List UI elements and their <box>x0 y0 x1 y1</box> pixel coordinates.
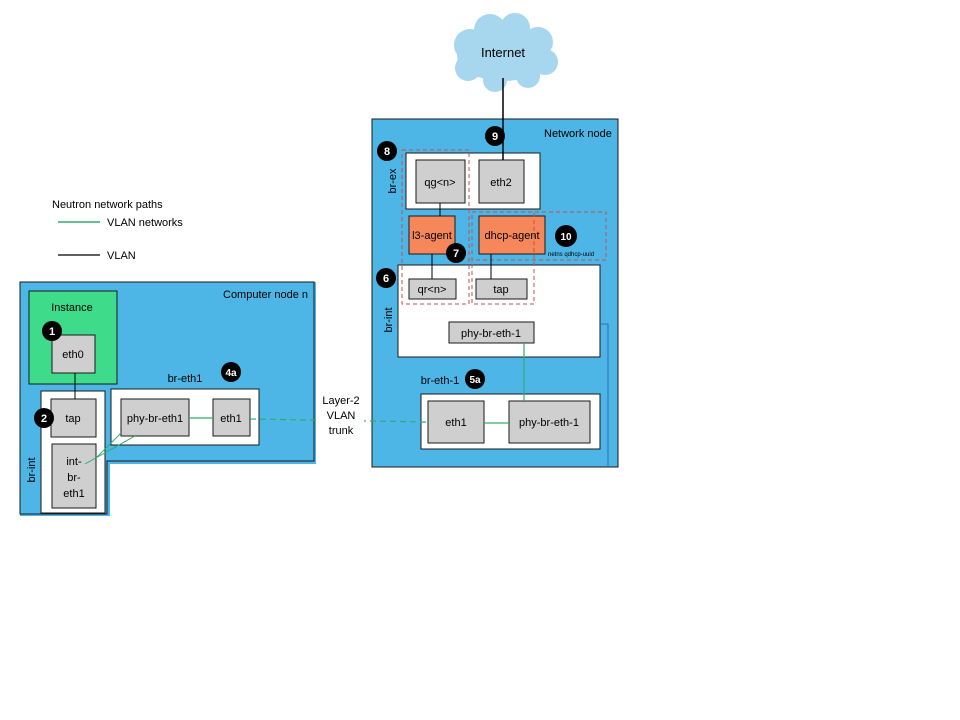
instance-eth0-label: eth0 <box>62 349 83 361</box>
int-br-eth1-label-line2: br- <box>67 472 81 484</box>
legend-vlan-networks-label: VLAN networks <box>107 217 183 229</box>
int-br-eth1-to-phy-link <box>95 432 122 459</box>
legend-title: Neutron network paths <box>52 199 163 211</box>
compute-br-int-label: br-int <box>26 457 38 482</box>
internet-cloud: Internet <box>454 13 558 92</box>
netns-note: netns qdhcp-uuid <box>548 252 594 258</box>
svg-text:4a: 4a <box>225 368 237 379</box>
trunk-label-line3: trunk <box>329 425 354 437</box>
compute-eth1-port <box>212 398 251 437</box>
qg-port-label: qg<n> <box>424 177 455 189</box>
instance-label: Instance <box>51 302 93 314</box>
int-br-eth1-port <box>51 443 97 509</box>
network-node-title: Network node <box>544 128 612 140</box>
compute-eth1-label: eth1 <box>220 413 241 425</box>
marker-6: 6 <box>376 268 396 288</box>
compute-node-title: Computer node n <box>223 289 308 301</box>
compute-tap-label: tap <box>65 413 80 425</box>
svg-text:8: 8 <box>384 146 390 158</box>
legend: Neutron network paths VLAN networks VLAN <box>52 199 183 262</box>
trunk-label: Layer-2 VLAN trunk <box>318 393 364 437</box>
marker-9: 9 <box>485 126 505 146</box>
compute-phy-br-eth1-label: phy-br-eth1 <box>127 413 183 425</box>
svg-text:6: 6 <box>383 273 389 285</box>
svg-text:1: 1 <box>49 326 55 338</box>
dhcp-namespace-lower-outline <box>471 211 535 305</box>
legend-vlan-label: VLAN <box>107 250 136 262</box>
br-ex-label: br-ex <box>387 168 399 194</box>
qr-port-label: qr<n> <box>418 284 447 296</box>
internet-label: Internet <box>481 45 525 60</box>
svg-text:10: 10 <box>560 232 572 243</box>
trunk-label-line2: VLAN <box>327 410 356 422</box>
qg-port <box>415 159 466 204</box>
network-phy-br-eth-1-label: phy-br-eth-1 <box>461 328 521 340</box>
svg-text:5a: 5a <box>469 375 481 386</box>
compute-tap-port <box>50 398 97 438</box>
eth2-port <box>478 159 525 204</box>
marker-1: 1 <box>42 321 62 341</box>
int-br-eth1-label-line1: int- <box>66 456 82 468</box>
network-phy-br-eth-1-port <box>448 321 535 344</box>
compute-br-eth1-label: br-eth1 <box>168 373 203 385</box>
network-br-eth-1-label: br-eth-1 <box>421 375 460 387</box>
network-br-int-label: br-int <box>383 307 395 332</box>
network-eth1-label: eth1 <box>445 417 466 429</box>
network-node: Network node br-ex qg<n> eth2 l3-agent d… <box>371 118 619 468</box>
marker-7: 7 <box>446 243 466 263</box>
network-br-eth-1-phy-label: phy-br-eth-1 <box>519 417 579 429</box>
network-node-edge-trace <box>600 323 609 466</box>
network-tap-port <box>475 278 528 300</box>
network-tap-label: tap <box>493 284 508 296</box>
svg-text:2: 2 <box>41 413 47 425</box>
router-namespace-outline <box>401 149 470 305</box>
marker-5a: 5a <box>465 369 485 389</box>
trunk-label-line1: Layer-2 <box>322 395 359 407</box>
int-br-eth1-label-line3: eth1 <box>63 488 84 500</box>
connections <box>74 78 525 465</box>
network-br-eth-1-phy-port <box>508 400 591 444</box>
svg-text:7: 7 <box>453 248 459 260</box>
marker-2: 2 <box>34 408 54 428</box>
marker-10: 10 <box>555 225 577 247</box>
int-br-eth1-to-phy-link-b <box>84 435 136 465</box>
l3-agent-box <box>408 215 456 255</box>
marker-8: 8 <box>377 141 397 161</box>
svg-text:9: 9 <box>492 131 498 143</box>
dhcp-agent-label: dhcp-agent <box>484 230 539 242</box>
trunk-label-bg <box>318 393 364 437</box>
eth2-port-label: eth2 <box>490 177 511 189</box>
step-markers: 1 2 4a 5a 6 7 8 9 <box>34 126 577 428</box>
marker-4a: 4a <box>221 362 241 382</box>
network-eth1-port <box>427 400 485 444</box>
instance-eth0-port <box>51 334 96 374</box>
l3-agent-label: l3-agent <box>412 230 452 242</box>
compute-node: Computer node n Instance eth0 br-int tap… <box>19 281 316 516</box>
